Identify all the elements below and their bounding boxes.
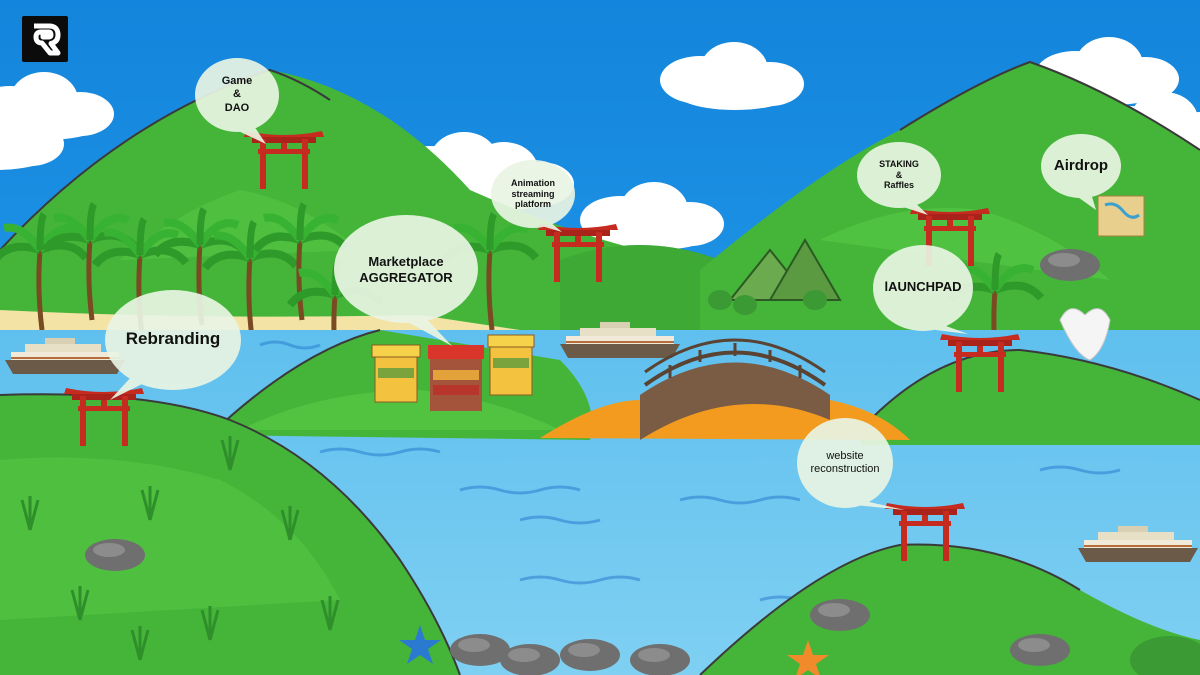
- bubble-line: AGGREGATOR: [359, 270, 453, 285]
- bubble-line: &: [895, 169, 903, 180]
- bubble-line: Game: [221, 75, 253, 88]
- bubble-line: streaming: [511, 188, 555, 199]
- bubble-line: DAO: [224, 101, 250, 114]
- bubble-line: platform: [515, 199, 551, 210]
- bubble-website: website reconstruction: [797, 436, 893, 490]
- bubble-rebranding: Rebranding: [105, 318, 241, 360]
- bubble-animation: Animation streaming platform: [491, 164, 575, 224]
- bubble-line: Marketplace: [368, 254, 444, 270]
- brand-r-logo-icon: [33, 23, 61, 56]
- bubble-line: reconstruction: [810, 463, 880, 475]
- bubble-launchpad: lAUNCHPAD: [873, 270, 973, 304]
- bubble-marketplace: Marketplace AGGREGATOR: [334, 244, 478, 296]
- brand-logo[interactable]: [22, 16, 68, 62]
- bubble-staking: STAKING & Raffles: [857, 144, 941, 206]
- bubble-airdrop: Airdrop: [1041, 148, 1121, 184]
- bubble-line: Animation: [511, 177, 555, 188]
- bubble-line: website: [826, 449, 864, 462]
- bubble-line: Rebranding: [125, 328, 221, 348]
- bubble-line: Airdrop: [1053, 157, 1109, 174]
- bubble-line: lAUNCHPAD: [884, 279, 962, 295]
- bubble-line: Raffles: [883, 180, 914, 191]
- bubble-game-dao: Game & DAO: [195, 62, 279, 128]
- bubble-line: STAKING: [879, 158, 919, 169]
- bubble-line: &: [233, 88, 241, 101]
